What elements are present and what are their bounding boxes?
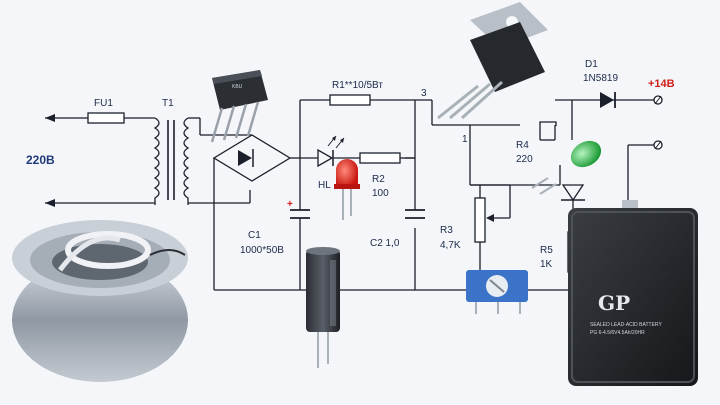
capacitor-c1-symbol: + — [287, 199, 310, 228]
r4-name-label: R4 — [516, 140, 529, 151]
bridge-rectifier-photo: KBU — [210, 70, 268, 143]
d1-name-label: D1 — [585, 59, 598, 70]
voltage-regulator-photo — [437, 2, 548, 120]
battery-label-line2: PG 6-4.5/6V4.5Ah/20HR — [590, 330, 645, 336]
pin-1-label: 1 — [462, 134, 468, 145]
led-hl-label: HL — [318, 180, 331, 191]
r3-name-label: R3 — [440, 225, 453, 236]
svg-text:+: + — [287, 199, 293, 210]
r2-name-label: R2 — [372, 174, 385, 185]
battery-photo: GP SEALED LEAD-ACID BATTERY PG 6-4.5/6V4… — [568, 200, 698, 386]
c1-name-label: C1 — [248, 230, 261, 241]
transformer-t1-symbol — [153, 117, 190, 205]
output-terminal-negative — [653, 140, 663, 150]
green-led-symbol — [561, 184, 585, 202]
r5-name-label: R5 — [540, 245, 553, 256]
electrolytic-capacitor-photo — [306, 247, 340, 368]
r5-value-label: 1K — [540, 259, 553, 270]
bridge-rectifier-symbol — [200, 134, 292, 182]
r3-value-label: 4,7K — [440, 240, 461, 251]
fuse-label: FU1 — [94, 98, 113, 109]
potentiometer-r3-symbol — [474, 197, 510, 243]
resistor-r4-symbol — [539, 121, 557, 140]
input-voltage-label: 220В — [26, 153, 55, 167]
resistor-r2-symbol — [359, 152, 415, 164]
c2-label: C2 1,0 — [370, 238, 400, 249]
svg-text:KBU: KBU — [232, 84, 243, 90]
resistor-r1-symbol — [329, 94, 371, 106]
output-terminal-positive — [653, 95, 663, 105]
circuit-wires — [45, 99, 655, 291]
battery-label-line1: SEALED LEAD-ACID BATTERY — [590, 322, 662, 328]
r2-value-label: 100 — [372, 188, 389, 199]
toroidal-transformer-photo — [12, 220, 188, 382]
schematic-labels: 220В FU1 T1 R1**10/5Вт 3 1 HL R2 100 C1 … — [26, 59, 675, 270]
led-hl-symbol — [317, 135, 360, 168]
d1-part-label: 1N5819 — [583, 73, 618, 84]
r1-label: R1**10/5Вт — [332, 80, 383, 91]
battery-brand: GP — [598, 291, 630, 315]
trimmer-potentiometer-photo — [466, 270, 528, 314]
diode-d1-symbol — [600, 92, 616, 108]
c1-value-label: 1000*50В — [240, 245, 284, 256]
output-voltage-label: +14В — [648, 78, 675, 90]
fuse-fu1 — [87, 112, 125, 124]
r4-value-label: 220 — [516, 154, 533, 165]
transformer-label: T1 — [162, 98, 174, 109]
capacitor-c2-symbol — [405, 209, 425, 219]
red-led-photo — [334, 159, 360, 220]
pin-3-label: 3 — [421, 88, 427, 99]
green-led-photo — [531, 140, 602, 195]
